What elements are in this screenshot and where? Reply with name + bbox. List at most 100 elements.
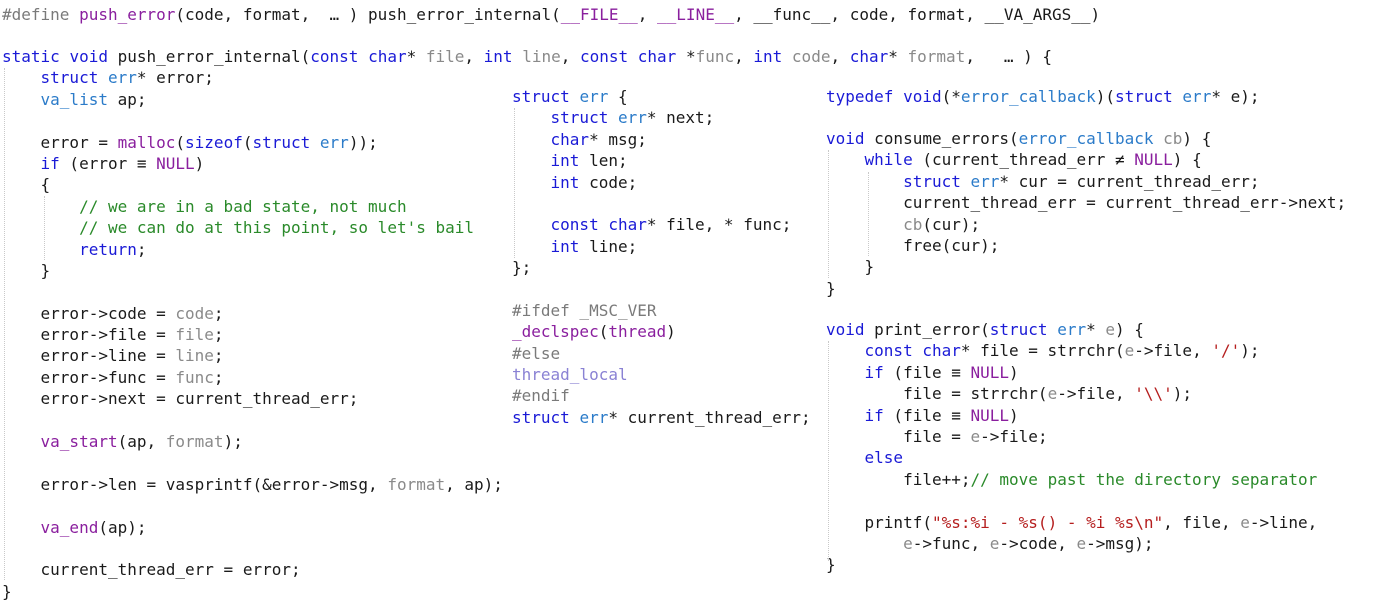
- code-line: struct err* cur = current_thread_err;: [826, 171, 1346, 192]
- code-token-txt: [2, 240, 79, 259]
- code-token-type: err: [579, 87, 609, 106]
- code-token-txt: *: [406, 47, 426, 66]
- code-token-kw: void: [903, 87, 942, 106]
- code-token-txt: ->line,: [1249, 512, 1318, 532]
- code-token-txt: }: [2, 581, 12, 601]
- code-token-txt: ;: [213, 303, 224, 323]
- code-line: error->file = file;: [2, 324, 1052, 345]
- code-token-txt: [826, 534, 903, 553]
- code-token-txt: *: [685, 47, 696, 66]
- code-line: struct err* error;: [2, 67, 1052, 88]
- code-token-txt: ,: [464, 47, 484, 66]
- code-token-txt: };: [512, 258, 532, 278]
- code-token-fn: push_error: [79, 5, 176, 24]
- code-line: thread_local: [512, 364, 811, 385]
- code-line: int code;: [512, 172, 811, 193]
- code-token-txt: [512, 237, 551, 256]
- code-token-txt: error->len = vasprintf(&error->msg,: [2, 474, 388, 494]
- code-token-mac: NULL: [156, 153, 195, 173]
- code-token-txt: ;: [213, 325, 224, 345]
- indent-guide: [4, 68, 5, 580]
- code-token-txt: (cur);: [922, 214, 981, 234]
- code-token-txt: error->code =: [2, 303, 176, 323]
- code-line: #endif: [512, 385, 811, 406]
- code-line: #define push_error(code, format, … ) pus…: [2, 4, 1100, 25]
- code-token-kw: struct: [512, 87, 580, 106]
- code-token-par: cb: [903, 214, 923, 234]
- code-token-par: e: [1047, 384, 1058, 404]
- code-token-type: err: [107, 68, 137, 88]
- code-token-fn: _declspec: [512, 322, 599, 342]
- code-token-txt: print_error(: [864, 320, 990, 339]
- push-error-internal-function: static void push_error_internal(const ch…: [2, 46, 1052, 602]
- code-token-txt: current_thread_err = error;: [2, 560, 301, 580]
- code-token-txt: (ap,: [117, 432, 166, 452]
- code-line: };: [512, 257, 811, 278]
- indent-guide: [44, 196, 45, 260]
- code-token-kw: char: [550, 129, 590, 149]
- code-token-txt: ): [194, 153, 205, 173]
- consume-errors-function: void consume_errors(error_callback cb) {…: [826, 128, 1346, 299]
- indent-guide: [828, 150, 829, 278]
- code-token-txt: error =: [2, 132, 118, 152]
- code-token-kw: sizeof: [185, 132, 243, 152]
- code-token-txt: , __func__, code, format, __VA_ARGS__): [734, 5, 1101, 24]
- code-token-txt: error->next = current_thread_err;: [2, 389, 359, 409]
- code-token-mac: __FILE__: [560, 5, 638, 24]
- code-line: while (current_thread_err ≠ NULL) {: [826, 149, 1346, 170]
- code-token-par: file: [425, 47, 465, 66]
- code-token-kw: struct: [1114, 87, 1183, 106]
- code-token-mac: NULL: [970, 362, 1010, 382]
- code-token-txt: ): [1009, 362, 1019, 382]
- code-token-txt: ) {: [1172, 150, 1202, 170]
- code-token-txt: [2, 154, 41, 173]
- code-token-par: e: [1124, 341, 1135, 361]
- code-token-txt: ;: [213, 346, 224, 366]
- code-token-kw: void: [826, 320, 865, 339]
- code-line: va_list ap;: [2, 89, 1052, 110]
- code-token-txt: * next;: [646, 108, 715, 128]
- code-token-txt: );: [1172, 384, 1193, 404]
- code-token-txt: file = strrchr(: [826, 384, 1048, 404]
- code-line: static void push_error_internal(const ch…: [2, 46, 1052, 67]
- code-token-txt: ->file,: [1134, 341, 1212, 361]
- code-token-txt: ) {: [1182, 129, 1212, 148]
- code-token-type: err: [1182, 87, 1212, 106]
- code-token-txt: );: [223, 432, 243, 452]
- code-line: typedef void(*error_callback)(struct err…: [826, 86, 1260, 107]
- code-token-txt: * error;: [136, 68, 214, 88]
- code-token-txt: *: [888, 47, 908, 66]
- code-token-kw: struct: [40, 68, 108, 88]
- code-token-txt: ->file,: [1057, 384, 1135, 404]
- code-token-txt: {: [2, 175, 51, 195]
- code-token-str: '/': [1211, 341, 1241, 361]
- code-token-par: e: [970, 426, 981, 446]
- code-token-txt: ->func,: [912, 533, 990, 553]
- code-token-mac: __LINE__: [657, 5, 735, 24]
- code-token-txt: error->file =: [2, 325, 176, 345]
- code-token-kw: else: [864, 448, 904, 468]
- code-token-txt: [1154, 129, 1164, 148]
- indent-guide: [828, 341, 829, 561]
- code-token-kw: int: [550, 151, 580, 171]
- code-line: [826, 490, 1317, 511]
- code-token-txt: free(cur);: [826, 235, 1000, 255]
- code-token-kw: struct: [903, 171, 971, 191]
- code-token-kw: char: [608, 215, 647, 235]
- code-token-txt: [2, 432, 41, 451]
- code-token-fn: va_start: [40, 432, 118, 452]
- code-token-txt: ) {: [1115, 320, 1144, 339]
- code-token-fn: va_end: [40, 517, 99, 537]
- code-token-txt: error->line =: [2, 346, 176, 366]
- code-token-kw: struct: [989, 320, 1058, 339]
- code-token-type: err: [579, 407, 609, 427]
- code-token-txt: [512, 215, 551, 234]
- code-line: va_start(ap, format);: [2, 431, 1052, 452]
- code-token-txt: (file ≡: [883, 362, 971, 382]
- code-token-mac: NULL: [970, 405, 1010, 425]
- code-token-type: error_callback: [960, 87, 1096, 106]
- struct-err-definition: struct err { struct err* next; char* msg…: [512, 86, 811, 428]
- code-token-kw: int: [483, 47, 523, 66]
- code-token-txt: * cur = current_thread_err;: [999, 171, 1260, 191]
- code-line: }: [826, 256, 1346, 277]
